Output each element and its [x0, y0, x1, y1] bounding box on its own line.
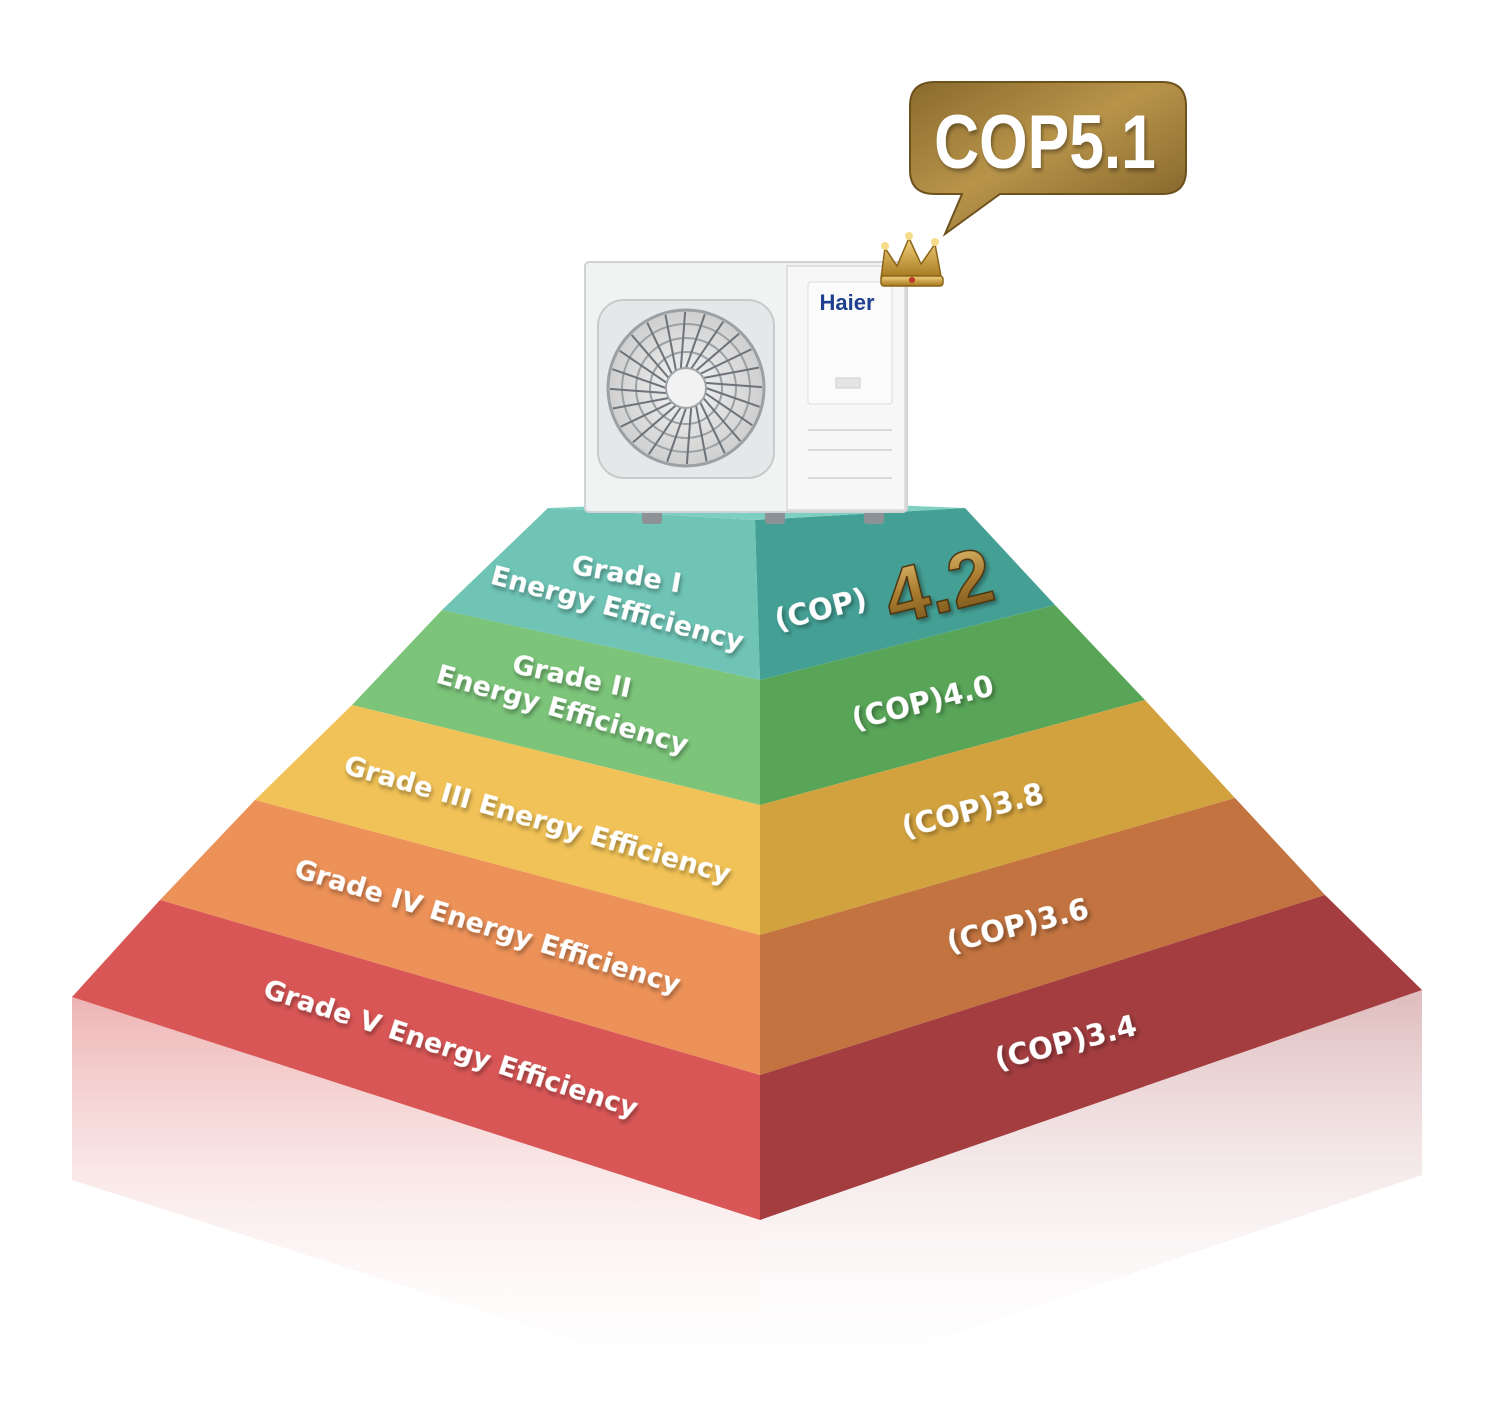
fan-grille	[608, 310, 764, 466]
cop-badge-label: COP5.1	[934, 99, 1156, 184]
heat-pump-unit: Haier	[585, 262, 907, 524]
cop-badge: COP5.1	[910, 82, 1186, 234]
brand-logo: Haier	[819, 290, 874, 315]
crown-icon	[881, 232, 943, 286]
